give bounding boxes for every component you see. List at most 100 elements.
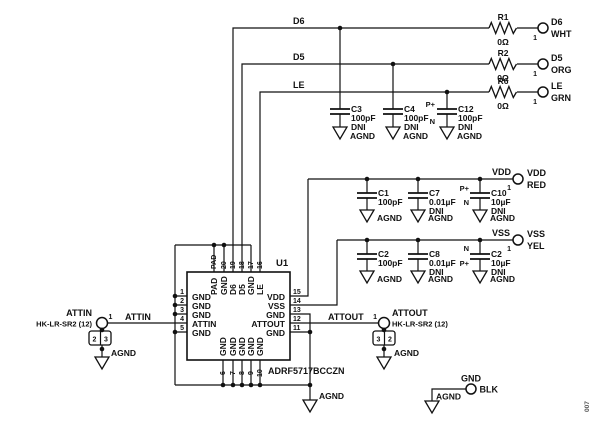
ic-pin-number-4: 4 <box>180 316 184 323</box>
ic-pin-name-pad: PAD <box>209 278 219 295</box>
ic-pin-number-18: 18 <box>239 261 246 269</box>
capacitor-plates <box>470 253 490 260</box>
net-label-vdd: VDD <box>492 167 512 177</box>
capacitor-value: 0.01µF <box>429 197 456 207</box>
capacitor-ref: C2 <box>491 249 502 259</box>
resistor-ref: R2 <box>498 48 509 58</box>
resistor-symbol <box>488 20 518 36</box>
net-d5-wire <box>241 63 538 272</box>
ic-pin-name-gnd7: GND <box>228 337 238 356</box>
ic-pin-number-13: 13 <box>293 307 301 314</box>
capacitor-value: 10µF <box>491 197 511 207</box>
ground-symbol <box>438 126 456 141</box>
ic-part-number: ADRF5717BCCZN <box>268 366 345 376</box>
capacitor-value: 100pF <box>404 113 429 123</box>
capacitor-value: 100pF <box>351 113 376 123</box>
ground-label: AGND <box>436 392 461 402</box>
ic-pin-number-1: 1 <box>180 289 184 296</box>
capacitor-c8: C8 0.01µF DNI AGND <box>408 240 456 285</box>
ic-pin-name-le: LE <box>255 284 265 295</box>
capacitor-c12: P+ N C12 100pF DNI AGND <box>426 92 483 141</box>
connector-name: ATTIN <box>66 308 92 318</box>
ic-pin-number-12: 12 <box>293 316 301 323</box>
ground-label: AGND <box>111 348 136 358</box>
ic-bottom-ground: AGND <box>301 391 344 414</box>
net-label-d5: D5 <box>293 52 305 62</box>
ic-pin-number-11: 11 <box>293 325 301 332</box>
capacitor-value: 100pF <box>458 113 483 123</box>
capacitor-plates <box>408 192 428 199</box>
capacitor-dni-note: DNI <box>429 267 444 277</box>
testpoint-d6: 1 D6 WHT <box>533 17 572 42</box>
ic-pin-number-pad: PAD <box>211 255 218 269</box>
resistor-value: 0Ω <box>497 73 509 83</box>
ic-pin-name-gnd1: GND <box>192 292 211 302</box>
capacitor-plates <box>383 108 403 115</box>
ic-pin-number-3: 3 <box>180 307 184 314</box>
testpoint-pin: 1 <box>533 71 537 78</box>
ic-pin-number-2: 2 <box>180 298 184 305</box>
capacitor-c2-polarized: N P+ C2 10µF DNI AGND <box>460 240 515 285</box>
connector-cell-right: 2 <box>388 337 392 344</box>
capacitor-dni-note: DNI <box>491 267 506 277</box>
ic-pin-number-9: 9 <box>248 371 255 375</box>
testpoint-gnd: GND BLK AGND <box>423 374 498 415</box>
ic-pin-number-7: 7 <box>230 371 237 375</box>
ground-label: AGND <box>403 131 428 141</box>
ground-symbol <box>409 209 427 224</box>
ic-pin-number-10: 10 <box>257 369 264 377</box>
testpoint-pad <box>537 86 549 98</box>
testpoint-pin: 1 <box>507 246 511 253</box>
ic-pin-name-vss: VSS <box>268 301 285 311</box>
capacitor-ref: C4 <box>404 104 415 114</box>
testpoint-vdd: 1 VDD RED <box>507 168 546 192</box>
right-pin-wires <box>290 179 379 385</box>
capacitor-plates <box>357 253 377 260</box>
resistor-value: 0Ω <box>497 101 509 111</box>
ground-label: AGND <box>377 274 402 284</box>
ic-pin-number-5: 5 <box>180 325 184 332</box>
net-label-attin: ATTIN <box>125 312 151 322</box>
capacitor-polarity-minus: N <box>430 117 435 126</box>
ground-label: AGND <box>428 213 453 223</box>
ic-pin-name-gnd13: GND <box>266 310 285 320</box>
net-label-le: LE <box>293 80 305 90</box>
ground-symbol <box>331 126 349 141</box>
testpoint-net: D5 <box>551 53 563 63</box>
testpoint-pad <box>465 383 477 395</box>
resistor-symbol <box>488 56 518 72</box>
capacitor-c10: P+ N C10 10µF DNI AGND <box>460 179 515 224</box>
testpoint-net: VDD <box>527 168 547 178</box>
schematic-wires <box>107 27 538 401</box>
connector-cell-left: 2 <box>93 337 97 344</box>
junction-dots <box>99 25 483 388</box>
ic-pin-name-gnd17: GND <box>246 276 256 295</box>
testpoint-pin: 1 <box>533 99 537 106</box>
net-le-wire <box>259 91 538 272</box>
ic-pin-name-gnd2: GND <box>192 301 211 311</box>
ic-pin-name-attin: ATTIN <box>192 319 216 329</box>
testpoint-color: GRN <box>551 93 571 103</box>
ic-pin-number-8: 8 <box>239 371 246 375</box>
ic-body <box>186 271 291 361</box>
resistor-value: 0Ω <box>497 37 509 47</box>
capacitor-ref: C7 <box>429 188 440 198</box>
capacitor-c7: C7 0.01µF DNI AGND <box>408 179 456 224</box>
testpoint-pad <box>512 234 524 246</box>
ic-pin-name-gnd6: GND <box>218 337 228 356</box>
connector-attin: ATTIN HK-LR-SR2 (12) 1 2 3 AGND <box>36 308 136 371</box>
capacitor-ref: C12 <box>458 104 474 114</box>
ic-pin-number-15: 15 <box>293 289 301 296</box>
capacitor-polarity-plus: P+ <box>460 184 470 193</box>
testpoint-color: WHT <box>551 29 572 39</box>
resistor-symbol <box>488 84 518 100</box>
capacitor-polarity-minus: N <box>464 244 469 253</box>
testpoint-pad <box>537 58 549 70</box>
connector-attout: ATTOUT HK-LR-SR2 (12) 1 3 2 AGND <box>372 308 448 371</box>
connector-pin1-number: 1 <box>373 314 377 321</box>
net-label-vss: VSS <box>492 228 510 238</box>
ground-label: AGND <box>319 391 344 401</box>
capacitor-value: 100pF <box>378 258 403 268</box>
testpoint-pad <box>512 173 524 185</box>
